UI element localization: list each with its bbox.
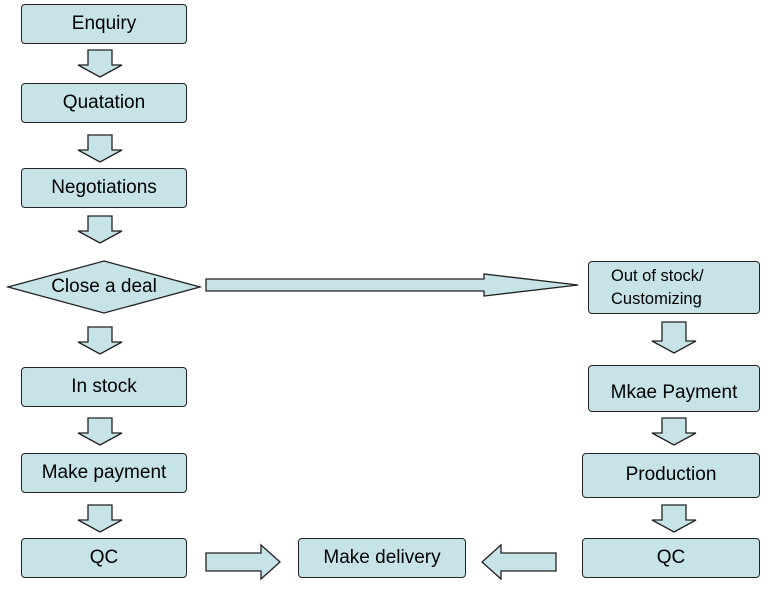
step-out-of-stock-line2: Customizing <box>611 289 702 308</box>
step-enquiry: Enquiry <box>21 4 187 44</box>
step-in-stock-label: In stock <box>71 375 137 397</box>
decision-label: Close a deal <box>8 272 200 302</box>
step-mkae-payment-label: Mkae Payment <box>610 382 738 404</box>
down-arrow <box>77 417 123 446</box>
step-out-of-stock-line1: Out of stock/ <box>611 267 704 286</box>
down-arrow <box>651 417 697 446</box>
step-make-payment: Make payment <box>21 453 187 493</box>
step-mkae-payment: Mkae Payment <box>588 365 760 412</box>
step-quotation-label: Quatation <box>62 91 146 113</box>
step-make-delivery: Make delivery <box>298 538 466 578</box>
down-arrow <box>77 326 123 355</box>
down-arrow <box>77 215 123 244</box>
step-production: Production <box>582 453 760 498</box>
right-arrow-long <box>205 273 579 297</box>
step-out-of-stock: Out of stock/ Customizing <box>588 261 760 314</box>
step-qc-right: QC <box>582 538 760 578</box>
step-quotation: Quatation <box>21 83 187 123</box>
right-arrow <box>205 543 281 581</box>
step-enquiry-label: Enquiry <box>71 12 137 34</box>
down-arrow <box>651 321 697 354</box>
step-production-label: Production <box>625 464 717 486</box>
left-arrow <box>481 543 557 581</box>
decision-diamond <box>5 260 203 314</box>
step-make-delivery-label: Make delivery <box>323 546 441 568</box>
close-deal-label: Close a deal <box>51 276 157 297</box>
step-qc-left: QC <box>21 538 187 578</box>
step-qc-left-label: QC <box>89 546 119 568</box>
down-arrow <box>77 49 123 78</box>
down-arrow <box>77 504 123 533</box>
step-in-stock: In stock <box>21 367 187 407</box>
step-make-payment-label: Make payment <box>41 461 167 483</box>
step-negotiations-label: Negotiations <box>51 176 157 198</box>
down-arrow <box>77 134 123 163</box>
down-arrow <box>651 504 697 533</box>
step-qc-right-label: QC <box>656 546 686 568</box>
step-negotiations: Negotiations <box>21 168 187 208</box>
